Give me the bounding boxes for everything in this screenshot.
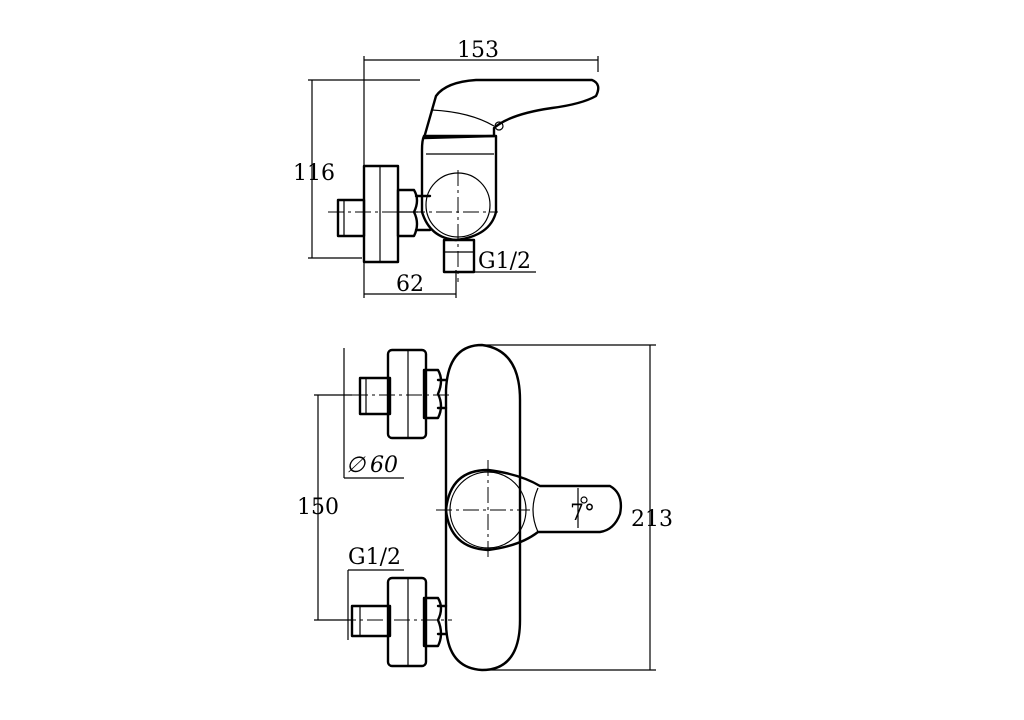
front-view: 213 150 ∅ 60 G1/2	[297, 343, 673, 672]
dimension-116: 116	[293, 79, 420, 259]
lower-inlet	[340, 576, 452, 668]
side-flange	[362, 164, 400, 264]
diameter-value: 60	[370, 453, 398, 478]
front-inlet-thread-label: G1/2	[348, 545, 401, 570]
dimension-213: 213	[482, 344, 673, 671]
dimension-153-label: 153	[457, 38, 499, 63]
side-outlet-thread-label: G1/2	[478, 249, 531, 274]
side-bottom-outlet	[442, 238, 476, 274]
front-body	[444, 343, 522, 672]
side-inlet-pipe	[336, 198, 366, 238]
front-inlet-thread-callout: G1/2	[347, 545, 404, 640]
dimension-150-label: 150	[297, 495, 339, 520]
upper-inlet	[352, 348, 452, 440]
side-view: 153 116 62	[293, 38, 600, 298]
dimension-116-label: 116	[293, 161, 335, 186]
side-body	[420, 134, 498, 242]
diameter-60-callout: ∅ 60	[343, 348, 404, 479]
dimension-153: 153	[363, 38, 599, 165]
dimension-62: 62	[363, 260, 457, 298]
handle-angle-label: 7°	[570, 501, 595, 526]
diameter-symbol: ∅	[346, 453, 366, 478]
dimension-62-label: 62	[396, 272, 424, 297]
side-handle	[422, 78, 600, 140]
side-hex-nut	[396, 188, 419, 238]
dimension-213-label: 213	[631, 507, 673, 532]
